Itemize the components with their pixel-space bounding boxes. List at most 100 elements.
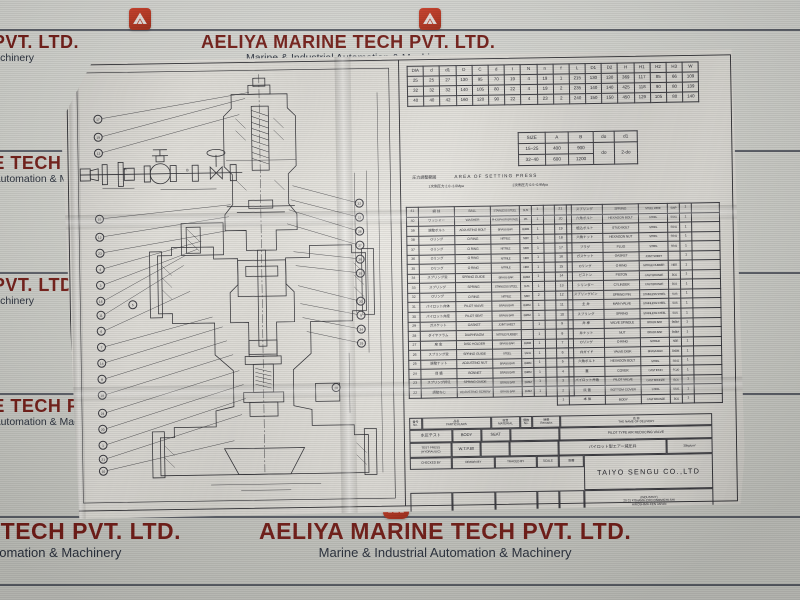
callout-number: 37	[355, 241, 364, 250]
part-name-en: ADJUSTING BOLT	[455, 225, 491, 235]
part-material-code: SS41	[668, 232, 680, 242]
dimension-cell: 130	[585, 73, 601, 83]
part-no: 4	[557, 367, 569, 377]
part-no: 19	[555, 224, 567, 234]
part-name-en: HEXAGON NUT	[603, 232, 639, 242]
part-material: NITRILE	[491, 234, 520, 244]
body-label: BODY	[452, 429, 481, 442]
part-material-code: NBR	[520, 234, 532, 244]
dimension-cell: 117	[634, 73, 650, 83]
part-name-en: CYLINDER	[603, 280, 639, 290]
drawing-no-label: 図番	[559, 455, 584, 467]
callout-number: 21	[99, 455, 108, 464]
dimension-col-header: d	[488, 65, 504, 75]
size-col-header: d1	[614, 131, 637, 142]
part-material-code: SUS	[669, 308, 681, 318]
part-no: 16	[555, 253, 567, 263]
dimension-cell: 129	[634, 93, 650, 103]
part-qty: 1	[681, 308, 693, 318]
part-name-jp: Oリング	[419, 245, 455, 255]
part-remark	[692, 269, 720, 279]
part-name-jp: Oリング	[419, 254, 455, 264]
callout-number: 19	[94, 133, 103, 142]
part-no: 17	[555, 243, 567, 253]
part-name-en: PISTON	[603, 271, 639, 281]
watermark-tagline: Marine & Industrial Automation & Machine…	[0, 416, 108, 428]
part-material: STEEL	[493, 349, 522, 359]
part-material: BRASS BAR	[491, 272, 520, 282]
part-material-code: BC6	[668, 270, 680, 280]
part-no: 1	[557, 396, 569, 406]
dimension-cell: 32	[407, 86, 423, 96]
callout-number: 30	[356, 297, 365, 306]
callout-number: 35	[356, 269, 365, 278]
part-material: JOINT SHEET	[492, 320, 521, 330]
part-no: 31	[408, 303, 420, 313]
part-name-jp: 六角ボルト	[569, 357, 605, 367]
part-name-jp: 座 金	[420, 340, 456, 350]
piping-dim-b: B	[186, 168, 189, 173]
part-no: 8	[556, 329, 568, 339]
dimension-cell: 90	[488, 95, 504, 105]
part-name-en: GASKET	[456, 321, 492, 331]
callout-number: 11	[96, 311, 105, 320]
aeliya-logo-icon	[419, 8, 441, 30]
part-material-code: BsBM	[520, 225, 532, 235]
part-no: 24	[409, 370, 421, 380]
part-material-code: BsBM	[669, 318, 681, 328]
test-press-spare-2	[510, 441, 559, 457]
part-name-en: STUD BOLT	[603, 223, 639, 233]
part-name-en: SPRING GUIDE	[455, 273, 491, 283]
callout-number: 20	[98, 425, 107, 434]
watermark-tagline: Marine & Industrial Automation & Machine…	[0, 52, 34, 64]
part-material-code: BsBM	[670, 346, 682, 356]
part-qty: 1	[532, 263, 544, 273]
watermark-company: AELIYA MARINE TECH PVT. LTD.	[259, 518, 632, 544]
part-material: STEEL	[639, 232, 668, 242]
size-col-header: SIZE	[518, 132, 545, 143]
part-material-code: BsBM	[669, 327, 681, 337]
size-cell: 400	[545, 143, 568, 154]
part-qty: 1	[533, 320, 545, 330]
part-qty: 1	[532, 253, 544, 263]
part-name-jp: 植込ボルト	[567, 223, 603, 233]
part-material-code: NBR	[669, 337, 681, 347]
dimension-cell: 42	[440, 96, 456, 106]
part-name-jp: 弁ナット	[568, 328, 604, 338]
dimension-cell: 32	[424, 86, 440, 96]
part-material: STAINLESS STEEL	[640, 299, 669, 309]
part-qty: 1	[532, 243, 544, 253]
part-material-code	[668, 251, 680, 261]
dimension-cell: 140	[602, 83, 618, 93]
dimension-col-header: D1	[585, 63, 601, 73]
part-material-code: SS41	[668, 241, 680, 251]
part-name-jp: パイロット弁体	[420, 302, 456, 312]
part-remark	[693, 298, 721, 308]
dimension-cell: 109	[682, 72, 698, 82]
part-qty: 1	[681, 289, 693, 299]
dimension-cell: 450	[618, 93, 634, 103]
drawn-by-label: DRAWN BY	[452, 457, 495, 470]
part-name-en: O RING	[603, 261, 639, 271]
part-material: BRASS BAR	[641, 347, 670, 357]
callout-number: 29	[357, 339, 366, 348]
part-qty: 1	[682, 394, 694, 404]
part-name-en: SPRING	[604, 309, 640, 319]
part-remark	[692, 279, 720, 289]
callout-number: 1	[98, 441, 107, 450]
part-material-code: SS41	[668, 222, 680, 232]
callout-number: 17	[93, 115, 102, 124]
dimension-cell: 1	[553, 74, 569, 84]
setting-press-primary: 1次側圧力 2.0~3.0Mpa	[428, 184, 465, 189]
callout-number: 6	[97, 327, 106, 336]
dimension-cell: 120	[472, 95, 488, 105]
part-no: 38	[407, 236, 419, 246]
part-material-code: BC6	[668, 280, 680, 290]
part-name-en: ADJUSTING NUT	[457, 359, 493, 369]
watermark-company: AELIYA MARINE TECH PVT. LTD.	[0, 32, 79, 52]
part-qty: 1	[680, 270, 692, 280]
dimension-col-header: N	[520, 64, 536, 74]
part-qty: 1	[680, 232, 692, 242]
